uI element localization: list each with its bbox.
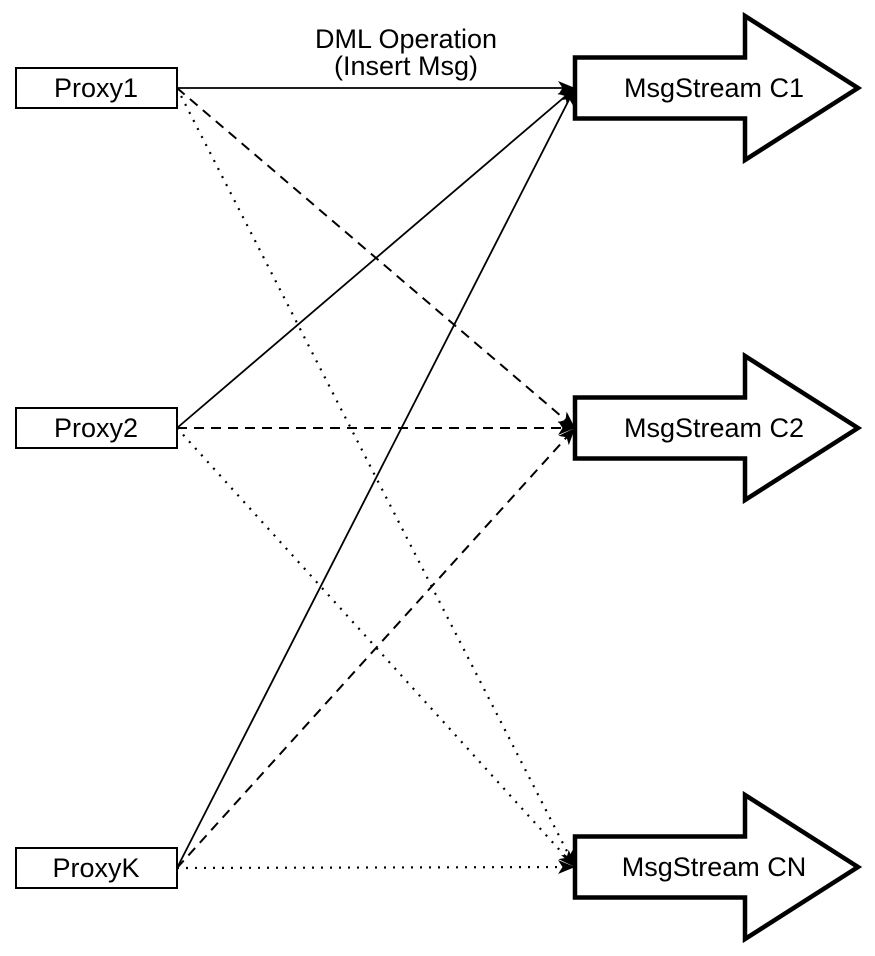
proxy1-box [15, 67, 178, 109]
proxy2-box [15, 407, 178, 449]
dml-operation-label: DML Operation (Insert Msg) [315, 24, 497, 81]
proxy2-label: Proxy2 [54, 413, 138, 443]
msgstream-c2-label: MsgStream C2 [624, 413, 804, 443]
edge-proxy1-msgstream-c2 [176, 87, 576, 429]
edge-proxyk-msgstream-c2 [176, 427, 576, 869]
proxy1-node: Proxy1 [15, 67, 178, 109]
msgstream-c1-label: MsgStream C1 [624, 73, 804, 103]
proxyk-node: ProxyK [15, 847, 178, 889]
edge-group [176, 81, 576, 875]
edge-proxyk-msgstream-c1 [176, 87, 576, 869]
edge-proxy1-msgstream-cn [176, 87, 576, 868]
msgstream-c2-arrow [572, 351, 863, 505]
edge-proxyk-msgstream-cn [176, 860, 576, 875]
dml-operation-label-line1: DML Operation [315, 24, 497, 54]
proxy2-node: Proxy2 [15, 407, 178, 449]
proxyk-label: ProxyK [52, 853, 139, 883]
proxyk-box [15, 847, 178, 889]
msgstream-cn-node: MsgStream CN [572, 790, 863, 944]
dml-operation-label-line2: (Insert Msg) [334, 51, 478, 81]
msgstream-c1-arrow [572, 11, 863, 165]
msgstream-cn-arrow [572, 790, 863, 944]
msgstream-cn-label: MsgStream CN [622, 852, 807, 882]
msgstream-c1-node: MsgStream C1 [572, 11, 863, 165]
msgstream-c2-node: MsgStream C2 [572, 351, 863, 505]
proxy1-label: Proxy1 [54, 73, 138, 103]
